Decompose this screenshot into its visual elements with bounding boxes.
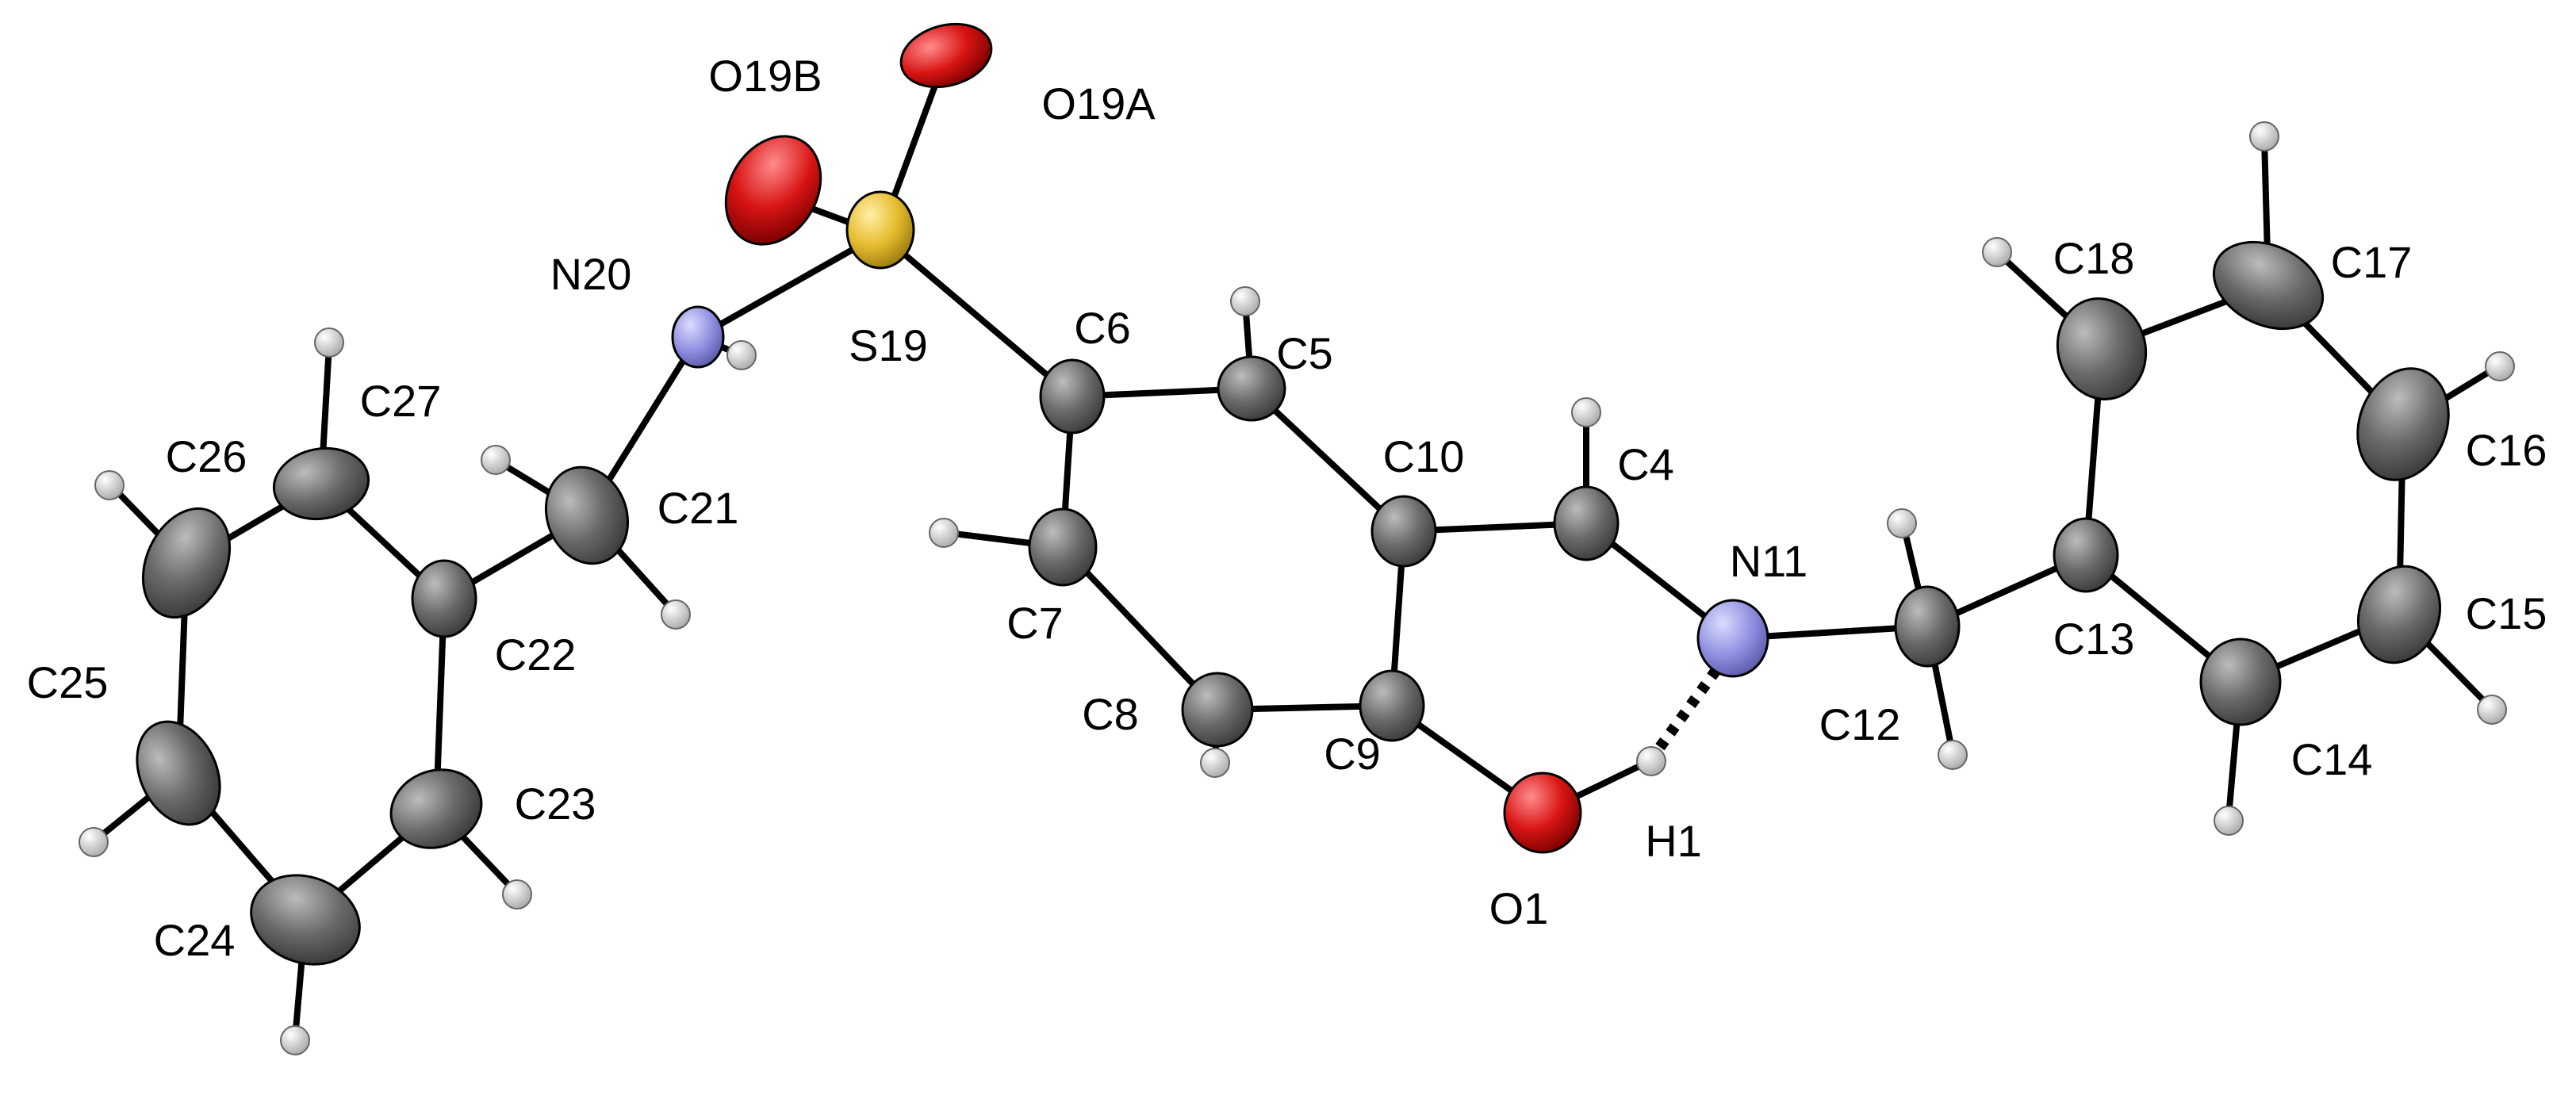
atom-h-c24 bbox=[280, 1025, 310, 1055]
label-o19b: O19B bbox=[708, 51, 822, 101]
atom-c10 bbox=[1370, 495, 1437, 568]
atom-h-c27 bbox=[314, 327, 344, 358]
atom-n20 bbox=[671, 305, 725, 369]
atom-c5 bbox=[1217, 355, 1286, 422]
atom-h-c18 bbox=[1982, 237, 2012, 267]
label-c10: C10 bbox=[1383, 431, 1465, 481]
label-c7: C7 bbox=[1006, 598, 1064, 648]
heavy-atoms-layer bbox=[136, 22, 2450, 966]
atom-h-c8 bbox=[1200, 748, 1230, 778]
atom-h-c5 bbox=[1230, 286, 1260, 316]
label-c25: C25 bbox=[27, 657, 109, 707]
label-c17: C17 bbox=[2331, 237, 2413, 287]
label-c6: C6 bbox=[1074, 303, 1131, 353]
atom-h-c26 bbox=[94, 470, 125, 500]
atom-h-c7 bbox=[929, 518, 959, 548]
atom-n11 bbox=[1696, 599, 1769, 678]
hydrogen-bond-h1-n11 bbox=[1645, 654, 1730, 765]
bond-c5-c10 bbox=[1248, 385, 1407, 534]
bonds-layer bbox=[92, 52, 2501, 1042]
atom-c6 bbox=[1039, 358, 1106, 435]
label-h1: H1 bbox=[1645, 816, 1702, 866]
atom-c26 bbox=[141, 507, 232, 619]
atom-o19b bbox=[724, 135, 822, 246]
atom-c12 bbox=[1894, 585, 1961, 668]
atom-c4 bbox=[1553, 485, 1620, 561]
atom-labels-layer: O19B O19A N20 S19 C6 C5 C27 C26 C21 C22 … bbox=[27, 51, 2547, 965]
atom-c22 bbox=[411, 559, 477, 638]
atom-c13 bbox=[2053, 517, 2119, 593]
atom-h-c21a bbox=[481, 445, 511, 475]
atom-c8 bbox=[1181, 672, 1254, 748]
label-n11: N11 bbox=[1730, 536, 1808, 586]
atom-c18 bbox=[2056, 297, 2148, 400]
label-c23: C23 bbox=[515, 779, 596, 829]
bond-s19-n20 bbox=[695, 231, 884, 340]
label-c5: C5 bbox=[1276, 328, 1333, 378]
atom-c23 bbox=[389, 768, 483, 849]
atom-c25 bbox=[136, 720, 221, 826]
label-o19a: O19A bbox=[1041, 78, 1156, 128]
label-c13: C13 bbox=[2053, 614, 2135, 664]
atom-o1 bbox=[1503, 772, 1582, 854]
label-c21: C21 bbox=[657, 483, 739, 533]
atom-c27 bbox=[272, 446, 370, 521]
label-c12: C12 bbox=[1819, 699, 1901, 749]
atom-h1 bbox=[1636, 746, 1666, 776]
atom-h-c23 bbox=[502, 879, 532, 909]
label-c4: C4 bbox=[1617, 439, 1674, 489]
atom-h-c4 bbox=[1571, 397, 1601, 427]
atom-c24 bbox=[250, 874, 361, 966]
label-c26: C26 bbox=[166, 431, 247, 481]
atom-c17 bbox=[2212, 240, 2325, 331]
label-c18: C18 bbox=[2053, 233, 2135, 283]
atom-h-c12a bbox=[1887, 508, 1917, 538]
atom-h-n20 bbox=[726, 340, 757, 370]
atom-c15 bbox=[2356, 565, 2442, 664]
atom-h-c25 bbox=[79, 827, 109, 857]
label-c22: C22 bbox=[495, 630, 577, 680]
label-o1: O1 bbox=[1489, 883, 1549, 933]
atom-c7 bbox=[1028, 507, 1098, 587]
label-c24: C24 bbox=[154, 915, 236, 965]
atom-h-c15 bbox=[2477, 695, 2507, 725]
atom-c21 bbox=[544, 465, 630, 565]
atom-h-c21b bbox=[661, 599, 691, 630]
atom-o19a bbox=[899, 22, 993, 89]
atom-h-c12b bbox=[1938, 740, 1968, 770]
atom-c16 bbox=[2356, 367, 2450, 481]
atom-s19 bbox=[845, 190, 915, 270]
label-n20: N20 bbox=[550, 249, 632, 299]
bond-s19-c6 bbox=[877, 231, 1075, 400]
label-c16: C16 bbox=[2466, 425, 2547, 475]
bond-c8-c7 bbox=[1060, 544, 1221, 713]
label-c8: C8 bbox=[1082, 689, 1139, 739]
label-s19: S19 bbox=[849, 320, 928, 370]
label-c9: C9 bbox=[1324, 729, 1381, 779]
label-c14: C14 bbox=[2291, 734, 2373, 784]
label-c15: C15 bbox=[2466, 588, 2547, 638]
atom-h-c17 bbox=[2249, 121, 2279, 151]
label-c27: C27 bbox=[360, 376, 442, 426]
atom-c9 bbox=[1359, 669, 1425, 742]
atom-h-c14 bbox=[2214, 806, 2244, 836]
hydrogen-atoms-layer bbox=[79, 121, 2515, 1055]
atom-h-c16 bbox=[2485, 351, 2515, 381]
atom-c14 bbox=[2199, 638, 2282, 726]
